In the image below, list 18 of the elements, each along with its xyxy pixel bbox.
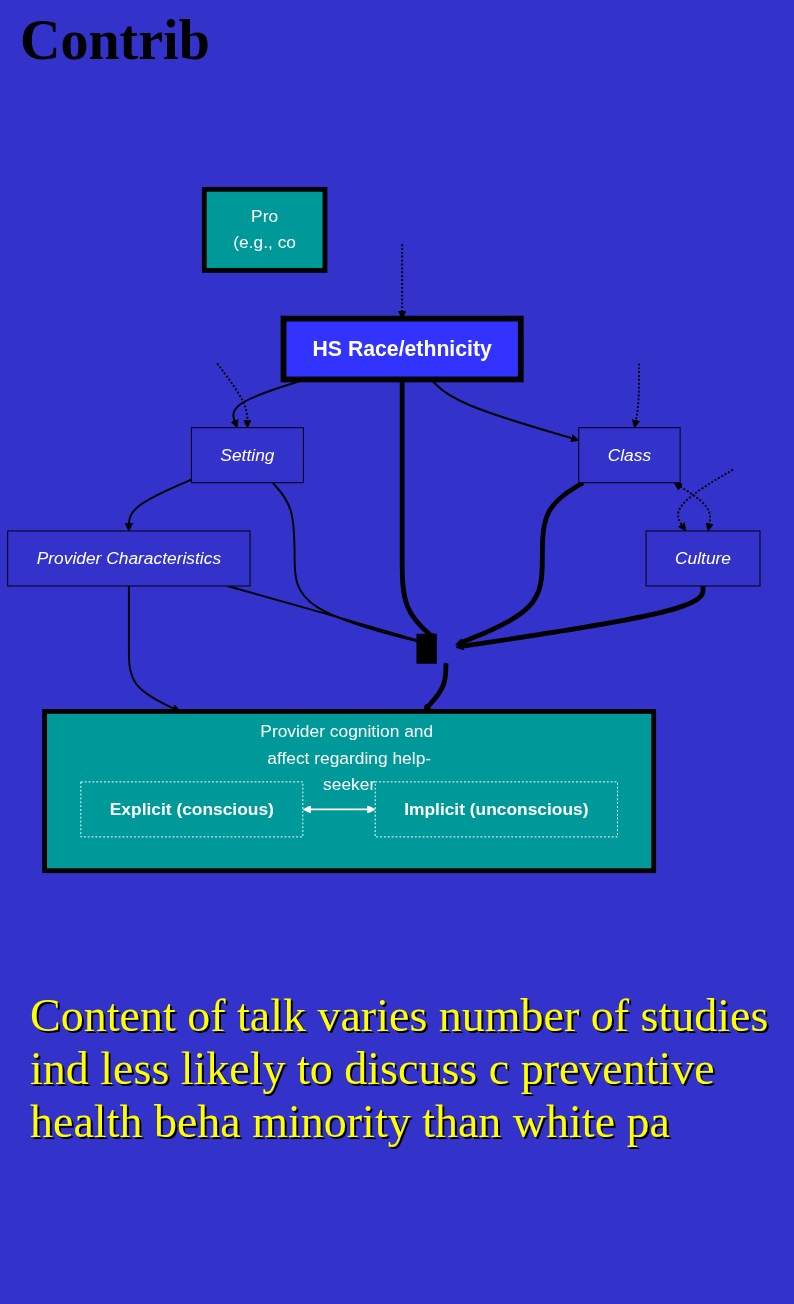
arrow [677, 468, 734, 532]
arrow [631, 362, 641, 429]
node-box: HS Race/ethnicity [280, 315, 524, 383]
node-bar [416, 633, 437, 664]
node-box: Implicit (unconscious) [374, 781, 618, 838]
arrow [216, 362, 252, 429]
arrow [673, 482, 714, 532]
node-box: Explicit (conscious) [80, 781, 304, 838]
slide-title: Contrib [20, 8, 210, 72]
node-box: Pro (e.g., co [201, 186, 328, 273]
arrow [302, 805, 376, 814]
note-text: Content of talk varies number of studies ind less likely to discuss c preventive health beha minority than white pa [30, 990, 770, 1149]
node-box: Class [578, 427, 681, 484]
node-box: Provider Characteristics [7, 530, 251, 587]
arrow [124, 478, 193, 532]
arrow [455, 480, 585, 646]
node-box: Culture [645, 530, 761, 587]
node-box: Setting [190, 427, 304, 484]
